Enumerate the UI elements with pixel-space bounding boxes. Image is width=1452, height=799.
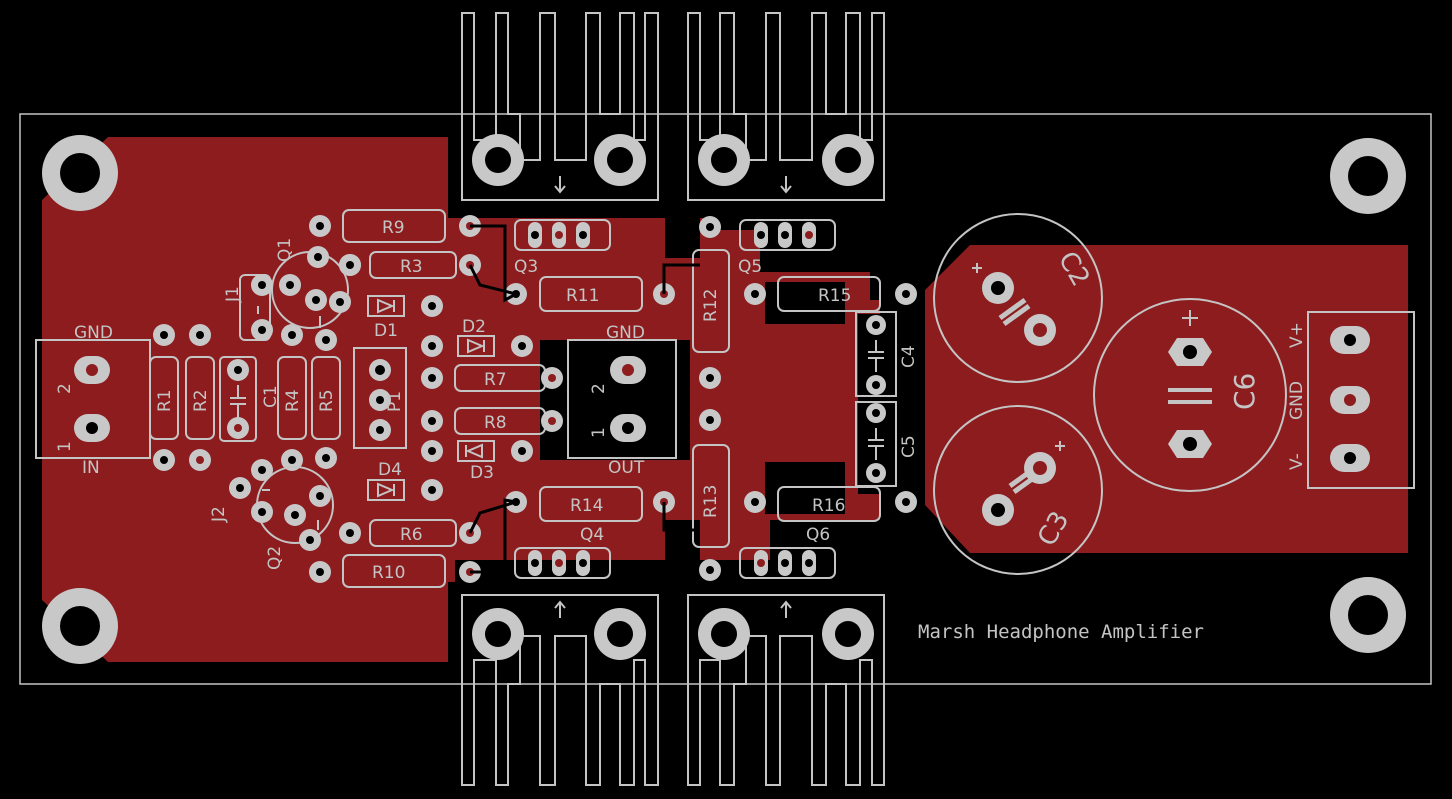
transistor-q1-outline xyxy=(271,246,361,329)
label-r15: R15 xyxy=(818,286,851,306)
capacitor-c2 xyxy=(933,213,1103,383)
diodes xyxy=(367,295,533,501)
component-labels: R9 R3 R11 R15 R7 R8 R14 R16 R6 R10 Q3 Q5… xyxy=(74,218,1204,643)
label-vplus: V+ xyxy=(1287,322,1307,348)
jumper-j1 xyxy=(239,274,273,341)
label-q1: Q1 xyxy=(275,238,295,262)
label-in: IN xyxy=(82,458,100,478)
label-d4: D4 xyxy=(378,460,402,480)
label-in-pin2: 2 xyxy=(55,383,75,394)
label-r8: R8 xyxy=(484,413,507,433)
capacitor-c6 xyxy=(1093,298,1287,492)
label-j1: J1 xyxy=(223,286,243,303)
transistor-q2-outline xyxy=(229,459,334,551)
transistor-q3-pads xyxy=(514,219,611,251)
heatsink-pads xyxy=(472,134,874,660)
heatsink-top-left xyxy=(461,12,659,201)
copper-pours xyxy=(42,137,1408,662)
capacitor-c3 xyxy=(933,405,1103,575)
transistor-q5-pads xyxy=(739,219,836,251)
label-r13: R13 xyxy=(701,485,721,518)
label-title: Marsh Headphone Amplifier xyxy=(918,621,1204,643)
mounting-holes xyxy=(42,135,1406,664)
label-r12: R12 xyxy=(701,289,721,322)
label-r3: R3 xyxy=(400,257,423,277)
label-out-pin2: 2 xyxy=(589,383,609,394)
label-d3: D3 xyxy=(470,463,494,483)
heatsink-top-right xyxy=(687,12,885,201)
label-r5: R5 xyxy=(317,389,337,412)
label-c6: C6 xyxy=(1228,373,1261,410)
capacitor-c1 xyxy=(219,356,257,442)
resistor-bodies xyxy=(149,209,881,588)
label-q3: Q3 xyxy=(514,257,538,277)
output-connector xyxy=(567,339,677,459)
heatsink-arrows xyxy=(554,176,792,618)
input-connector xyxy=(35,339,151,459)
label-c4: C4 xyxy=(899,345,919,368)
label-r9: R9 xyxy=(382,218,405,238)
label-r10: R10 xyxy=(372,563,405,583)
label-pgnd: GND xyxy=(1287,381,1307,420)
label-gnd-out: GND xyxy=(606,323,645,343)
heatsink-bottom-right xyxy=(687,594,885,786)
capacitor-c4 xyxy=(855,311,897,397)
transistor-q6-pads xyxy=(739,547,836,579)
label-c1: C1 xyxy=(261,385,281,408)
polarity-markers xyxy=(257,306,321,530)
label-gnd-in: GND xyxy=(74,323,113,343)
capacitor-c5 xyxy=(855,401,897,487)
label-in-pin1: 1 xyxy=(55,441,75,452)
pot-p1 xyxy=(353,347,407,449)
label-r1: R1 xyxy=(155,389,175,412)
label-d1: D1 xyxy=(374,321,398,341)
label-r16: R16 xyxy=(812,496,845,516)
power-connector xyxy=(1307,311,1415,489)
label-vminus: V- xyxy=(1287,453,1307,470)
transistor-q4-pads xyxy=(514,547,611,579)
label-r2: R2 xyxy=(191,389,211,412)
label-q5: Q5 xyxy=(738,257,762,277)
label-r7: R7 xyxy=(484,370,507,390)
label-r11: R11 xyxy=(566,286,599,306)
label-q2: Q2 xyxy=(265,546,285,570)
label-out: OUT xyxy=(608,458,645,478)
heatsink-bottom-left xyxy=(461,594,659,786)
label-p1: P1 xyxy=(385,391,405,412)
board-outline xyxy=(19,113,1432,685)
label-r6: R6 xyxy=(400,525,423,545)
label-q6: Q6 xyxy=(806,525,830,545)
label-d2: D2 xyxy=(462,317,486,337)
label-q4: Q4 xyxy=(580,525,604,545)
label-c5: C5 xyxy=(899,435,919,458)
pour-traces xyxy=(468,224,700,574)
label-r4: R4 xyxy=(283,389,303,412)
label-j2: J2 xyxy=(209,506,229,523)
label-r14: R14 xyxy=(570,496,603,516)
label-out-pin1: 1 xyxy=(589,427,609,438)
